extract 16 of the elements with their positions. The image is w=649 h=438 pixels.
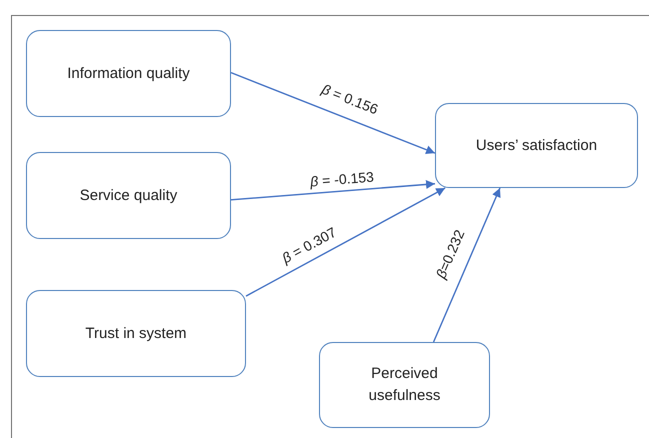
node-label: Service quality: [80, 186, 178, 206]
arrow: [230, 72, 436, 154]
edge-label: β = 0.156: [320, 80, 381, 118]
process-box: [26, 30, 231, 117]
edge-label: β=0.232: [432, 227, 468, 281]
node-label: Users’ satisfaction: [476, 136, 598, 156]
process-box: [319, 342, 490, 428]
process-box: [435, 103, 638, 188]
arrow: [230, 180, 436, 201]
arrow: [246, 187, 446, 297]
process-box: [26, 290, 246, 377]
process-box: [26, 152, 231, 239]
node-label: Perceived usefulness: [368, 364, 442, 406]
node-label: Trust in system: [85, 324, 187, 344]
edge-label: β = -0.153: [310, 168, 375, 190]
node-label: Information quality: [67, 64, 190, 84]
